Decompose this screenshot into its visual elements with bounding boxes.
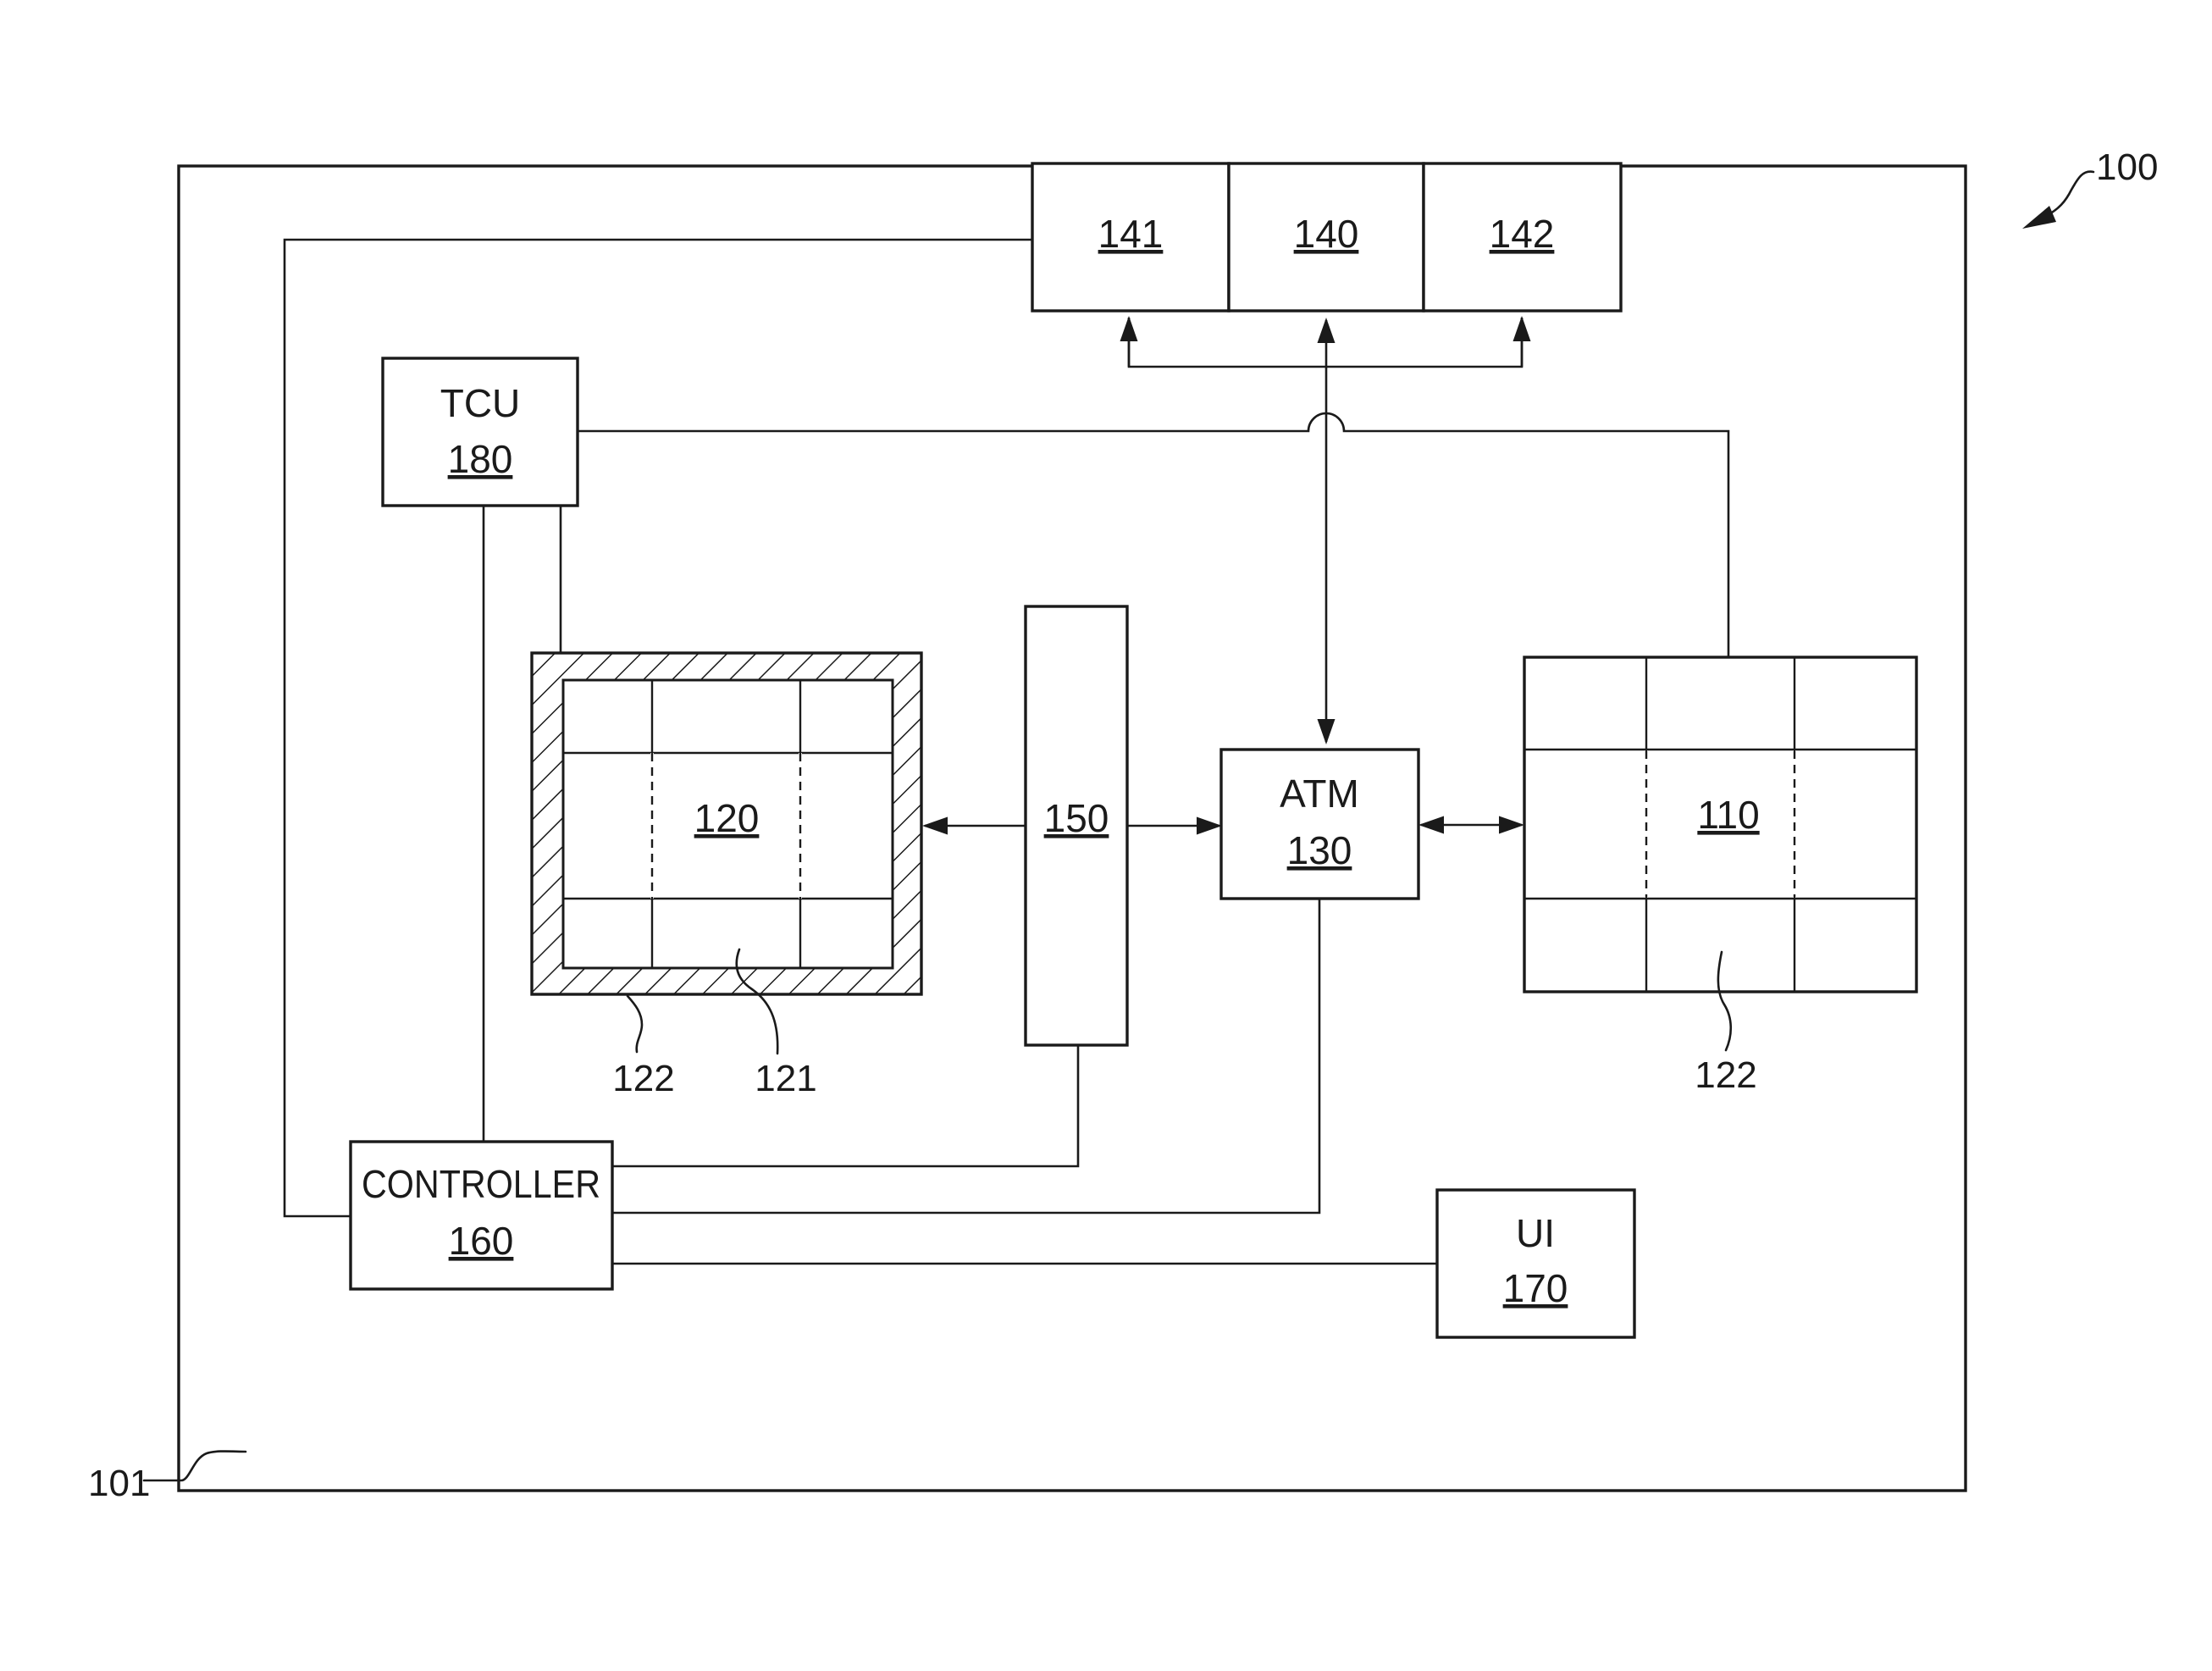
block-140-number: 140	[1294, 212, 1359, 256]
controller-number: 160	[449, 1219, 514, 1263]
block-141: 141	[1032, 163, 1229, 311]
controller-block: CONTROLLER 160	[351, 1142, 612, 1289]
callout-left-122-text: 122	[612, 1058, 674, 1099]
tcu-label: TCU	[440, 381, 521, 425]
controller-label: CONTROLLER	[362, 1162, 600, 1206]
ui-label: UI	[1516, 1211, 1555, 1255]
tcu-number: 180	[448, 437, 513, 481]
atm-label: ATM	[1280, 772, 1359, 816]
chamber-110: 110	[1524, 657, 1916, 992]
callout-right-122-text: 122	[1695, 1054, 1756, 1096]
chamber-120-number: 120	[694, 796, 760, 840]
block-140: 140	[1229, 163, 1424, 311]
callout-left-121-text: 121	[755, 1058, 816, 1099]
block-150-number: 150	[1044, 796, 1109, 840]
block-141-number: 141	[1098, 212, 1164, 256]
block-142-number: 142	[1490, 212, 1555, 256]
ui-number: 170	[1503, 1266, 1568, 1310]
block-142: 142	[1424, 163, 1621, 311]
atm-number: 130	[1287, 828, 1352, 872]
block-150: 150	[1026, 606, 1127, 1045]
tcu-block: TCU 180	[383, 358, 578, 506]
chamber-110-number: 110	[1697, 793, 1759, 837]
figure-ref-number: 100	[2096, 147, 2158, 188]
atm-block: ATM 130	[1221, 750, 1418, 899]
ui-block: UI 170	[1437, 1190, 1634, 1337]
chamber-120: 120	[532, 653, 921, 994]
housing-ref-number: 101	[88, 1463, 150, 1504]
figure-reference-100: 100	[2022, 147, 2158, 229]
